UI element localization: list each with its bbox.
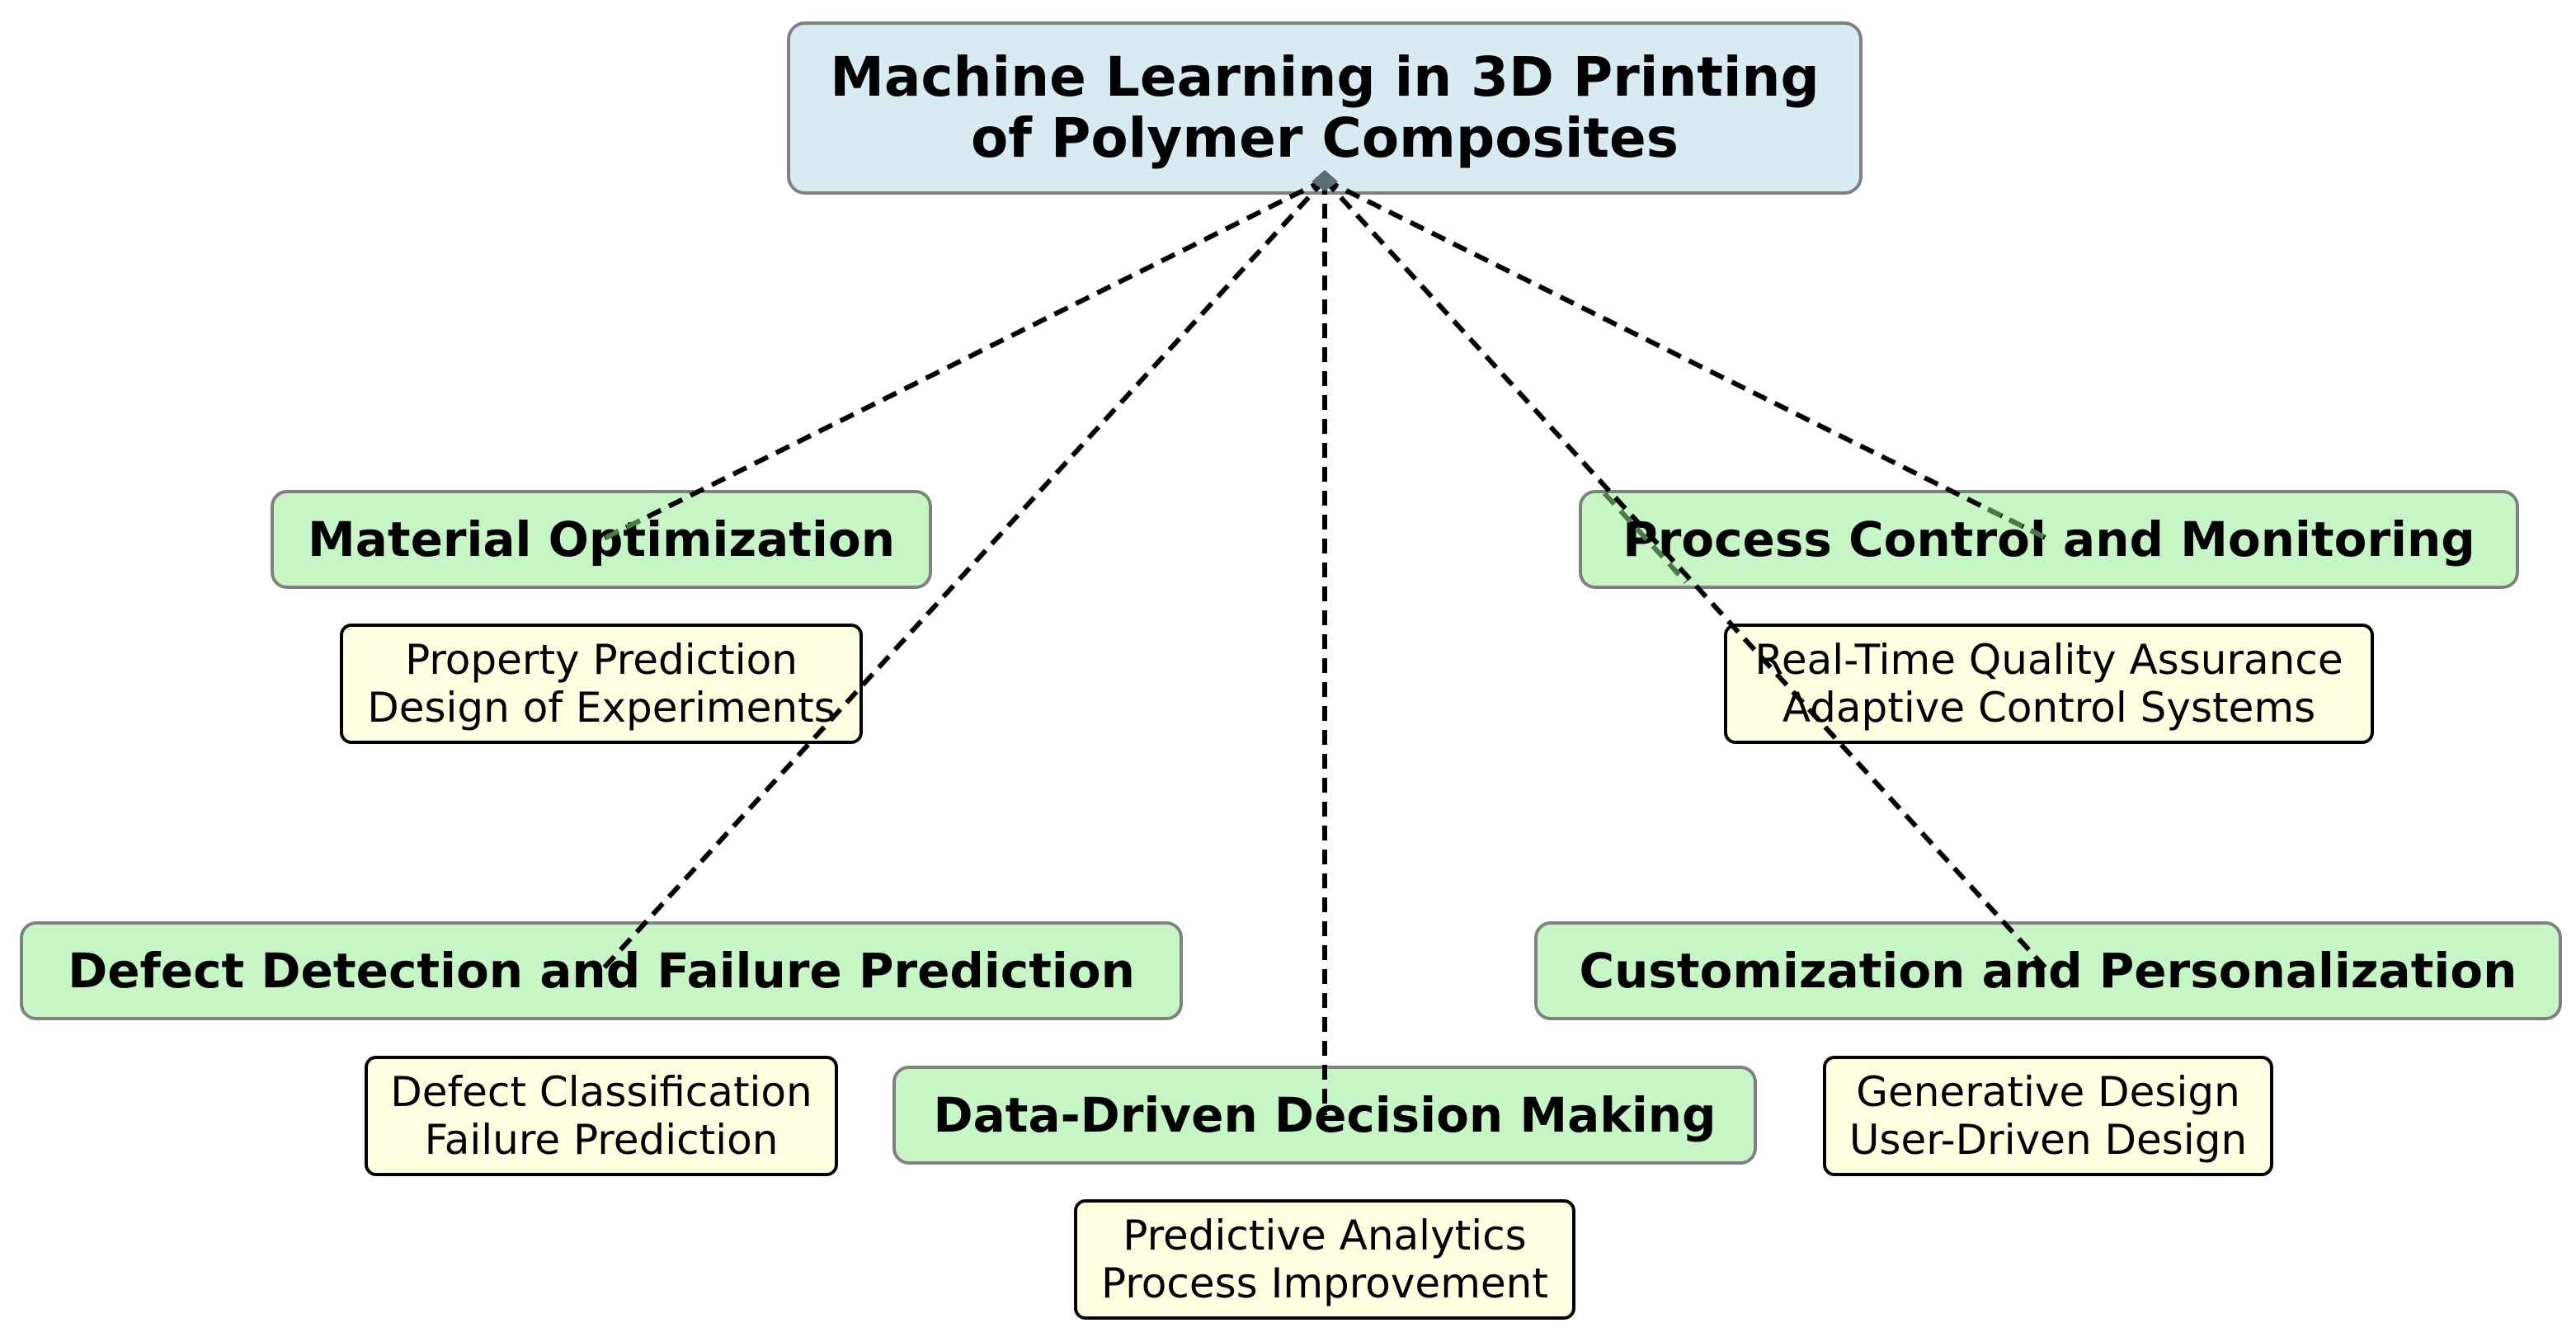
subtopic-item: Real-Time Quality Assurance bbox=[1754, 636, 2343, 684]
root-title-line-2: of Polymer Composites bbox=[970, 106, 1679, 170]
topic-label: Process Control and Monitoring bbox=[1622, 511, 2475, 567]
subtopic-item: Process Improvement bbox=[1101, 1259, 1548, 1307]
subtopics-material-optimization: Property Prediction Design of Experiment… bbox=[340, 624, 863, 744]
root-title-line-1: Machine Learning in 3D Printing bbox=[830, 45, 1820, 109]
subtopics-process-control-monitoring: Real-Time Quality Assurance Adaptive Con… bbox=[1724, 624, 2374, 744]
topic-data-driven-decision-making: Data-Driven Decision Making bbox=[892, 1066, 1757, 1165]
subtopic-item: Design of Experiments bbox=[367, 684, 836, 732]
subtopic-item: Generative Design bbox=[1856, 1068, 2240, 1116]
root-node: Machine Learning in 3D Printing of Polym… bbox=[787, 21, 1863, 195]
subtopics-customization-personalization: Generative Design User-Driven Design bbox=[1823, 1056, 2273, 1176]
subtopic-item: Predictive Analytics bbox=[1123, 1212, 1527, 1259]
subtopics-defect-detection-failure-prediction: Defect Classification Failure Prediction bbox=[365, 1056, 838, 1176]
subtopic-item: User-Driven Design bbox=[1848, 1116, 2248, 1164]
connector-material-optimization bbox=[600, 177, 1326, 542]
subtopic-item: Adaptive Control Systems bbox=[1782, 684, 2316, 732]
topic-label: Defect Detection and Failure Prediction bbox=[68, 943, 1135, 999]
subtopics-data-driven-decision-making: Predictive Analytics Process Improvement bbox=[1074, 1199, 1575, 1320]
topic-customization-personalization: Customization and Personalization bbox=[1534, 921, 2562, 1020]
topic-label: Material Optimization bbox=[307, 511, 895, 567]
subtopic-item: Defect Classification bbox=[390, 1068, 812, 1116]
subtopic-item: Property Prediction bbox=[405, 636, 798, 684]
topic-label: Customization and Personalization bbox=[1579, 943, 2517, 999]
subtopic-item: Failure Prediction bbox=[424, 1116, 779, 1164]
topic-material-optimization: Material Optimization bbox=[271, 490, 932, 589]
topic-process-control-monitoring: Process Control and Monitoring bbox=[1579, 490, 2519, 589]
topic-defect-detection-failure-prediction: Defect Detection and Failure Prediction bbox=[20, 921, 1183, 1020]
topic-label: Data-Driven Decision Making bbox=[933, 1087, 1717, 1143]
connector-process-control-monitoring bbox=[1323, 177, 2051, 542]
